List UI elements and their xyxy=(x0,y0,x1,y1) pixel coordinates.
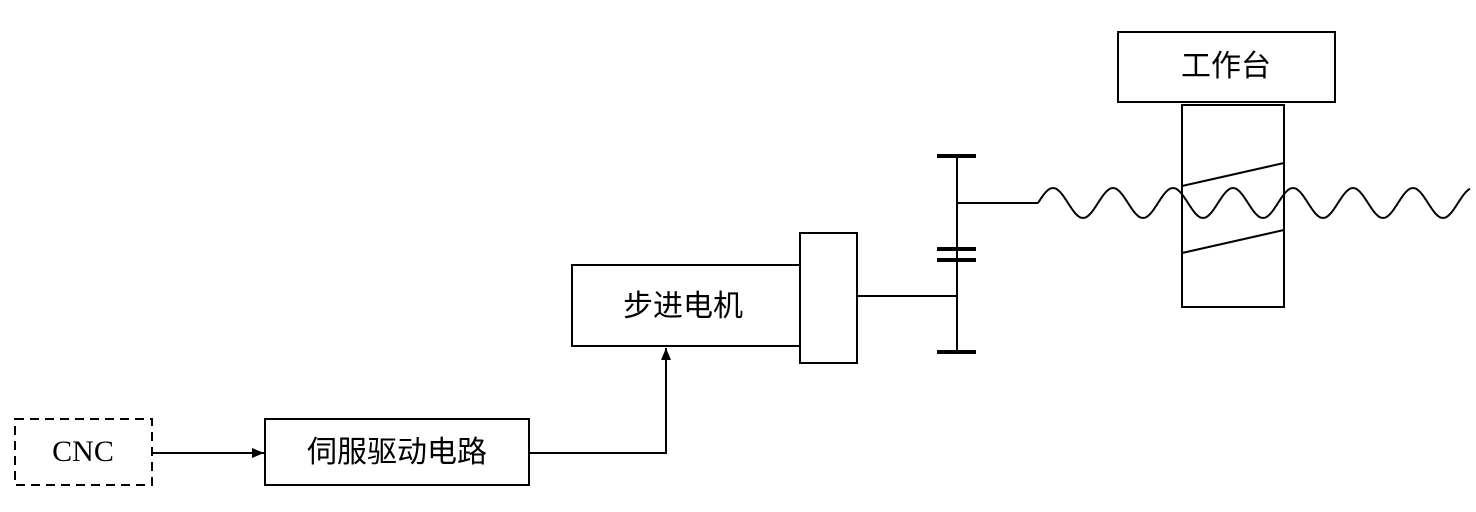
worktable-label: 工作台 xyxy=(1181,49,1271,84)
servo-drive-label: 伺服驱动电路 xyxy=(307,435,487,470)
worktable-block: 工作台 xyxy=(1117,31,1336,103)
stepper-motor-block: 步进电机 xyxy=(571,264,801,347)
screw-nut xyxy=(1181,104,1285,308)
lead-screw xyxy=(1037,187,1471,219)
motor-flange xyxy=(799,232,858,364)
cnc-block: CNC xyxy=(14,418,153,486)
stepper-motor-label: 步进电机 xyxy=(623,289,743,324)
cnc-label: CNC xyxy=(52,435,114,468)
drive-to-motor-arrow xyxy=(529,348,671,454)
servo-drive-block: 伺服驱动电路 xyxy=(264,418,530,486)
gear-coupling xyxy=(937,154,976,354)
